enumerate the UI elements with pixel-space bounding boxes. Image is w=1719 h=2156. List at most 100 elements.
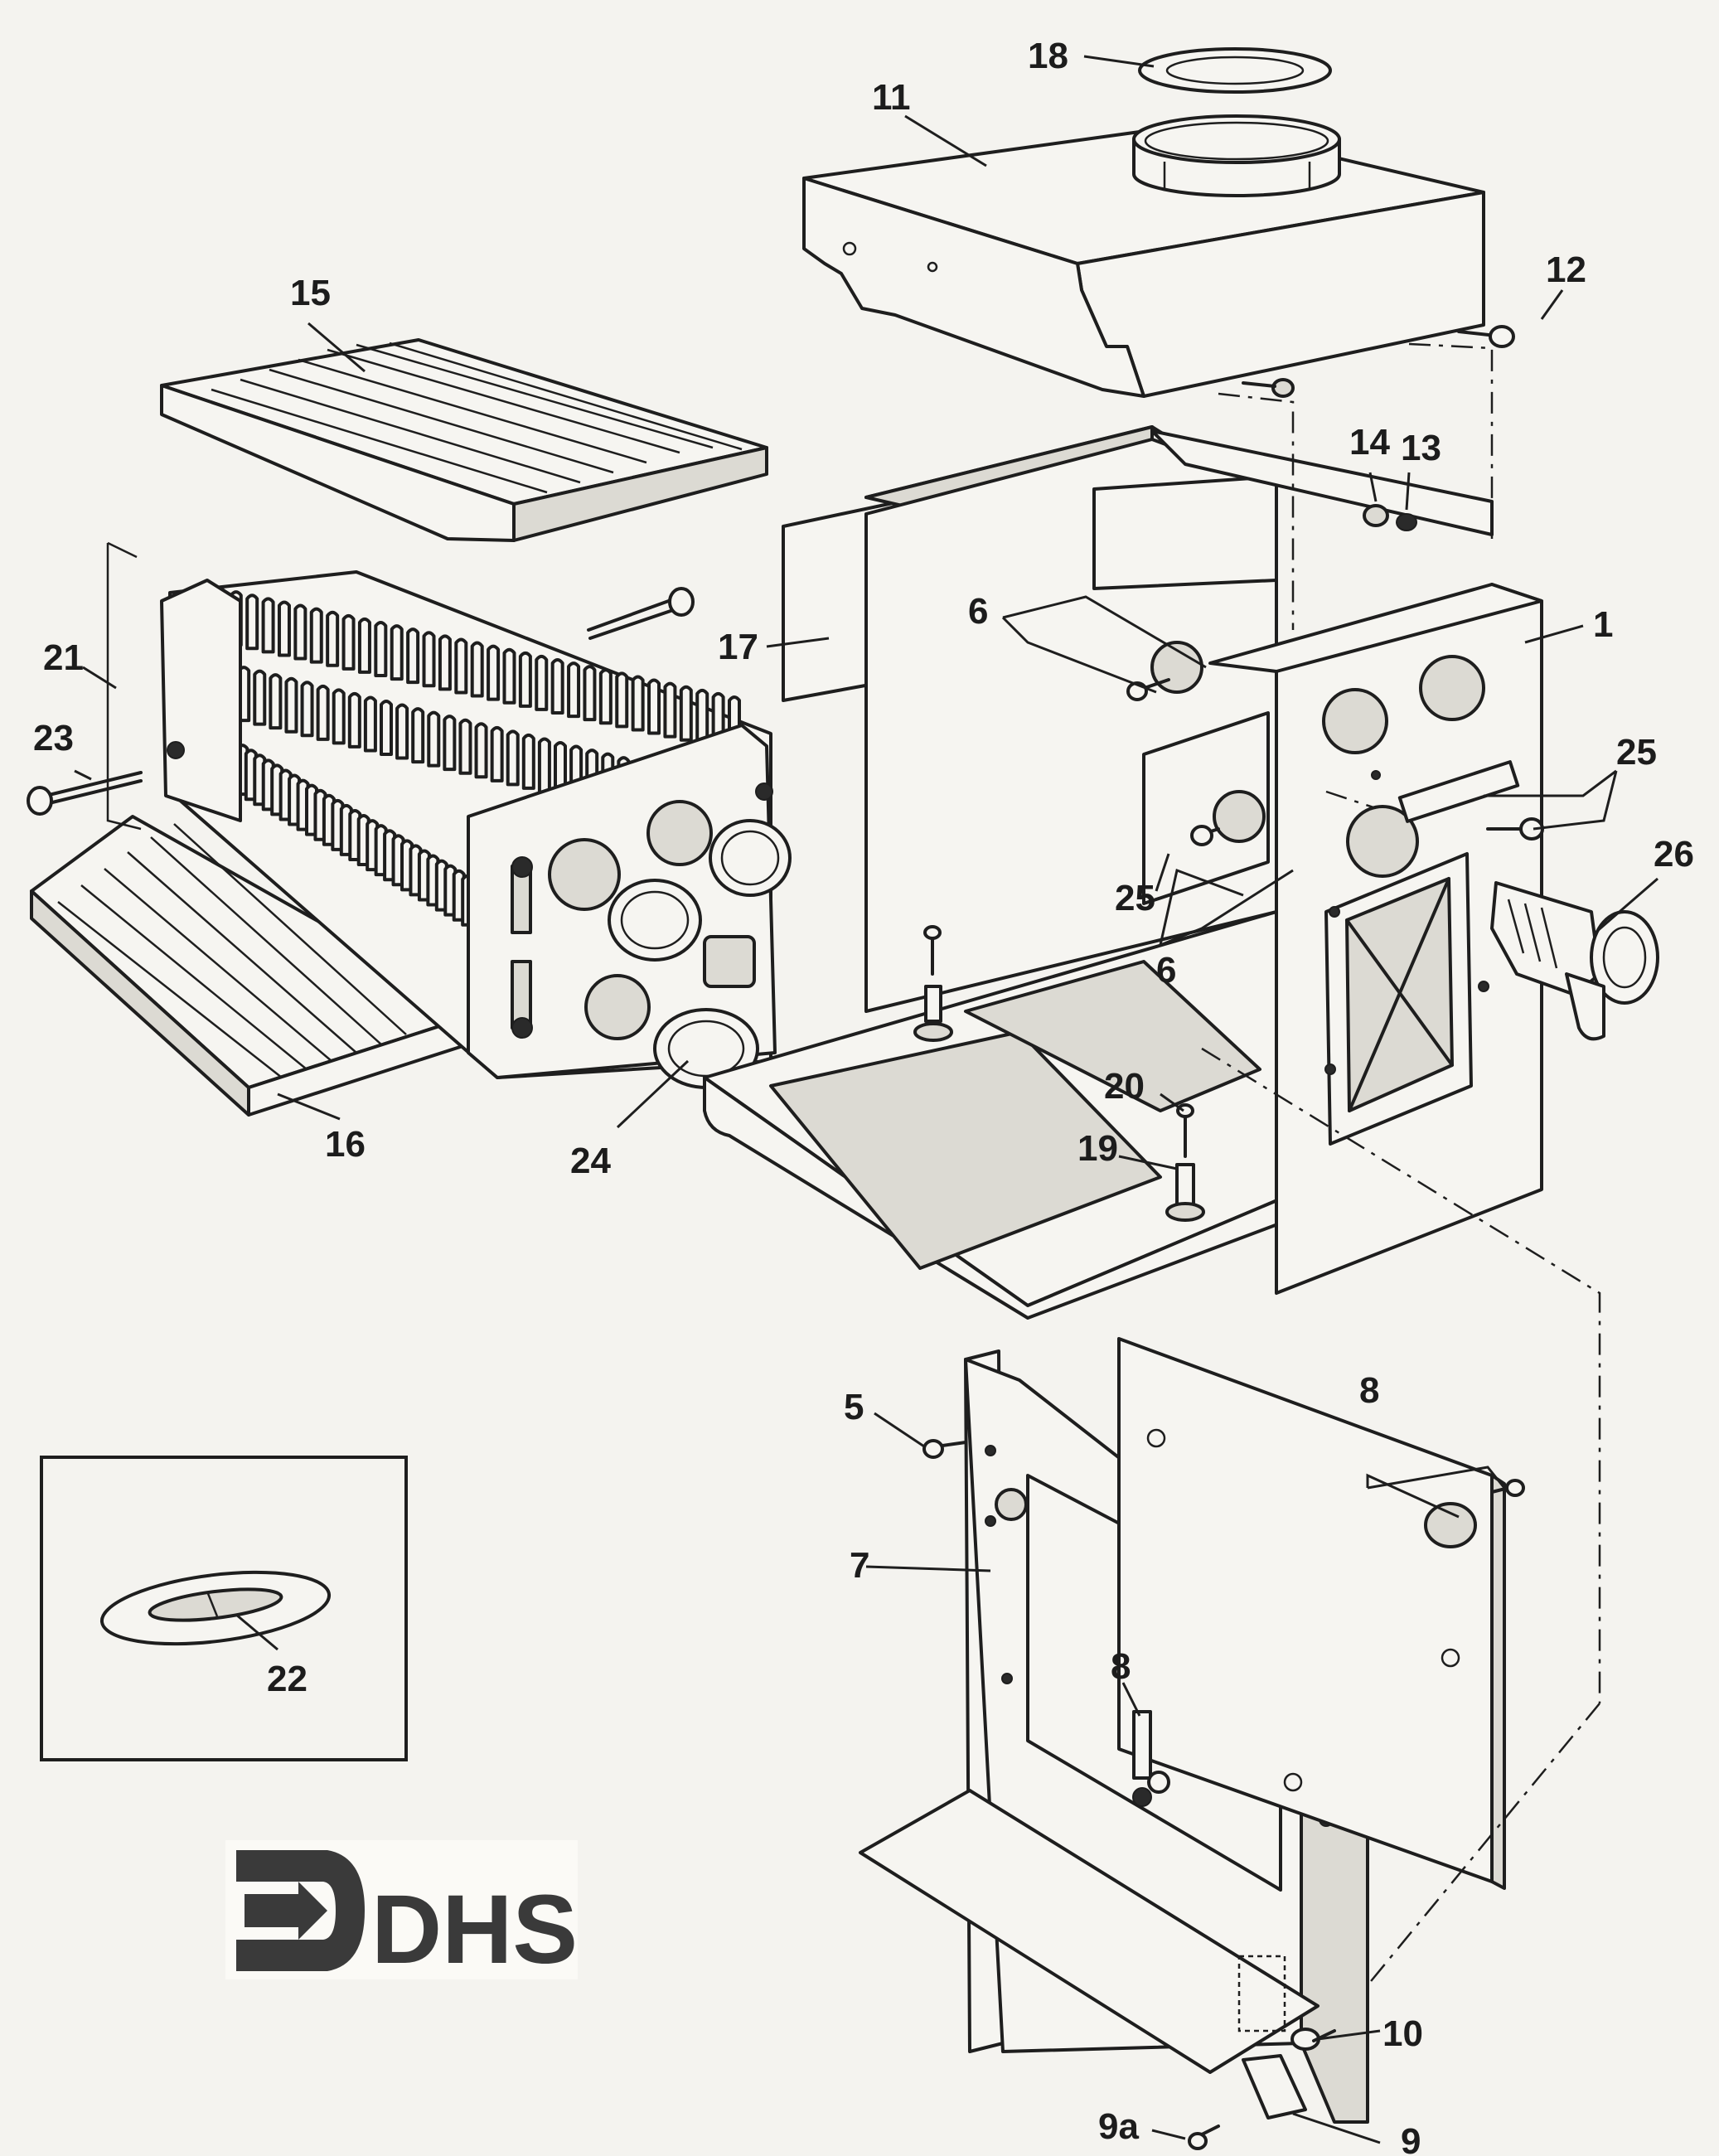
hx-fin-0-3 (245, 594, 259, 651)
hx-long-bolt (587, 587, 695, 640)
arrow-bracket-logo-icon (236, 1850, 365, 1971)
hx-fin-1-13 (411, 707, 425, 764)
leader-lines (74, 55, 1658, 2144)
hx-fin-1-16 (458, 718, 472, 775)
callout-21: 21 (43, 637, 84, 678)
callout-10: 10 (1382, 2013, 1423, 2054)
part-9-bracket (1242, 2054, 1307, 2120)
hx-fin-0-28 (647, 678, 661, 735)
callout-8-lower: 8 (1111, 1646, 1131, 1687)
hx-fin-1-4 (269, 673, 283, 730)
part-11-flue-hood (802, 114, 1485, 398)
hx-fin-1-15 (443, 715, 457, 772)
part-8-sight-glass (1132, 1479, 1525, 1807)
callout-labels: 18 11 12 15 14 13 1 6 17 21 23 25 25 26 … (33, 36, 1694, 2156)
callout-12: 12 (1546, 250, 1586, 290)
hx-fin-0-4 (261, 597, 275, 654)
part-22-inset-box (40, 1456, 408, 1761)
hx-fin-0-10 (357, 617, 371, 674)
hx-fin-0-30 (679, 685, 693, 742)
part-13-washer (1396, 513, 1417, 531)
callout-8-right: 8 (1359, 1370, 1379, 1411)
callout-15: 15 (290, 273, 331, 313)
hx-fin-1-21 (537, 737, 551, 794)
hx-fin-0-18 (487, 644, 501, 701)
hx-fin-0-29 (663, 681, 677, 739)
part-20-pin (923, 925, 1194, 1158)
callout-13: 13 (1401, 428, 1441, 468)
part-12-screw (1242, 325, 1515, 398)
dhs-logo: DHS (225, 1840, 578, 1984)
part-21-heat-exchanger (160, 570, 792, 1079)
hx-fin-1-10 (363, 695, 377, 753)
callout-1: 1 (1593, 604, 1613, 645)
hx-fin-0-19 (502, 647, 516, 705)
hx-fin-0-14 (422, 631, 436, 688)
hx-fin-0-23 (567, 661, 581, 719)
part-5-screw (922, 1439, 967, 1459)
part-23-bolt (27, 771, 143, 816)
callout-9: 9 (1401, 2121, 1421, 2156)
callout-16: 16 (325, 1124, 366, 1165)
callout-6-lower: 6 (1156, 950, 1176, 991)
hx-fin-0-12 (390, 624, 404, 681)
hx-fin-1-9 (347, 691, 361, 749)
assembly-lines (1201, 342, 1601, 1986)
logo-text: DHS (371, 1875, 578, 1984)
hx-fin-0-9 (341, 613, 356, 671)
hx-fin-0-16 (454, 637, 468, 695)
callout-22: 22 (267, 1659, 307, 1699)
hx-fin-0-8 (326, 610, 340, 667)
callout-25-right: 25 (1616, 732, 1657, 773)
hx-fin-0-17 (470, 641, 484, 698)
hx-fin-1-3 (253, 669, 267, 726)
hx-fin-1-8 (332, 688, 346, 745)
part-9a-screw (1188, 2125, 1220, 2150)
part-16-bottom-plate (30, 815, 482, 1117)
callout-25-left: 25 (1115, 878, 1155, 918)
callout-7: 7 (850, 1545, 869, 1586)
hx-fin-1-17 (474, 722, 488, 779)
part-15-top-baffle (160, 338, 768, 542)
hx-fin-0-7 (309, 607, 323, 664)
hx-fin-0-26 (615, 671, 629, 729)
hx-fin-1-5 (284, 676, 298, 734)
callout-17: 17 (718, 627, 758, 667)
hx-fin-1-19 (506, 729, 520, 787)
callout-18: 18 (1028, 36, 1068, 76)
callout-23: 23 (33, 718, 74, 758)
callout-20: 20 (1104, 1066, 1145, 1107)
hx-fin-0-27 (631, 675, 645, 732)
hx-fin-0-11 (374, 621, 388, 677)
hx-fin-1-6 (300, 681, 314, 738)
part-14-nut (1363, 504, 1389, 527)
hx-fin-1-14 (427, 710, 441, 768)
hx-fin-0-22 (550, 658, 564, 715)
hx-fin-1-7 (316, 684, 330, 741)
part-1-main-casing (703, 429, 1543, 1320)
hx-fin-1-18 (490, 725, 504, 782)
hx-fin-1-11 (380, 700, 393, 756)
hx-fin-0-21 (535, 654, 549, 711)
part-21-bracket-line (106, 543, 142, 831)
hx-fin-0-6 (293, 603, 307, 661)
callout-19: 19 (1077, 1128, 1118, 1169)
hx-fin-0-31 (695, 688, 709, 745)
part-26-gas-connector (1490, 881, 1659, 1041)
hx-fin-0-15 (438, 634, 452, 691)
callout-6-upper: 6 (968, 591, 988, 632)
hx-fin-1-22 (554, 741, 567, 797)
hx-fin-1-12 (395, 703, 409, 760)
callout-9a: 9a (1098, 2106, 1139, 2147)
callout-5: 5 (844, 1387, 864, 1427)
insulation-panel (1117, 1337, 1506, 1890)
hx-fin-1-20 (521, 733, 535, 790)
hx-fin-0-20 (518, 651, 532, 708)
part-18-flue-gasket (1138, 47, 1332, 94)
hx-fin-0-13 (406, 627, 420, 685)
hx-fin-0-24 (583, 665, 597, 722)
part-22-grommet (99, 1570, 332, 1646)
hx-fin-0-25 (598, 668, 613, 725)
